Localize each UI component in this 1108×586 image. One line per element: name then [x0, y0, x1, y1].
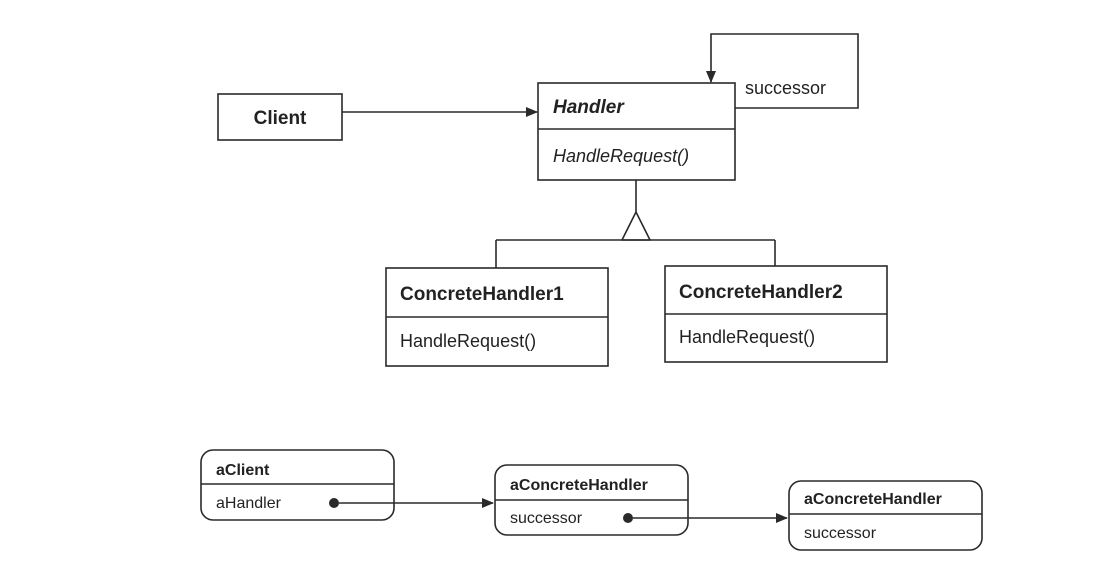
concrete-handler2-name: ConcreteHandler2 — [679, 282, 843, 303]
concrete-handler1-operation: HandleRequest() — [400, 331, 536, 351]
client-class-name: Client — [254, 108, 307, 129]
object-diagram: aClient aHandler aConcreteHandler succes… — [200, 449, 983, 551]
concrete-handler2-class: ConcreteHandler2 HandleRequest() — [664, 265, 888, 363]
concrete-handler-object-1-name: aConcreteHandler — [510, 477, 648, 494]
concrete-handler2-operation: HandleRequest() — [679, 327, 815, 347]
concrete-handler-object-1: aConcreteHandler successor — [494, 464, 689, 536]
inheritance-connector — [495, 180, 776, 268]
concrete-handler1-class: ConcreteHandler1 HandleRequest() — [385, 267, 609, 367]
handler-operation: HandleRequest() — [553, 146, 689, 166]
concrete-handler-object-1-field: successor — [510, 510, 583, 527]
concrete-handler-object-2: aConcreteHandler successor — [788, 480, 983, 551]
inheritance-triangle — [620, 210, 652, 241]
concrete-handler-object-2-field: successor — [804, 525, 877, 542]
successor-reference-dot — [623, 513, 633, 523]
ahandler-reference-dot — [329, 498, 339, 508]
handler-class-name: Handler — [553, 97, 625, 118]
successor-label: successor — [745, 78, 826, 98]
class-diagram: Client Handler HandleRequest() successor — [217, 33, 888, 367]
client-class: Client — [217, 93, 343, 141]
handler-class: Handler HandleRequest() — [537, 82, 736, 181]
concrete-handler-object-2-name: aConcreteHandler — [804, 491, 942, 508]
aclient-field: aHandler — [216, 495, 282, 512]
successor-self-association — [706, 33, 859, 109]
concrete-handler1-name: ConcreteHandler1 — [400, 284, 564, 305]
aclient-object: aClient aHandler — [200, 449, 395, 521]
aclient-name: aClient — [216, 462, 270, 479]
